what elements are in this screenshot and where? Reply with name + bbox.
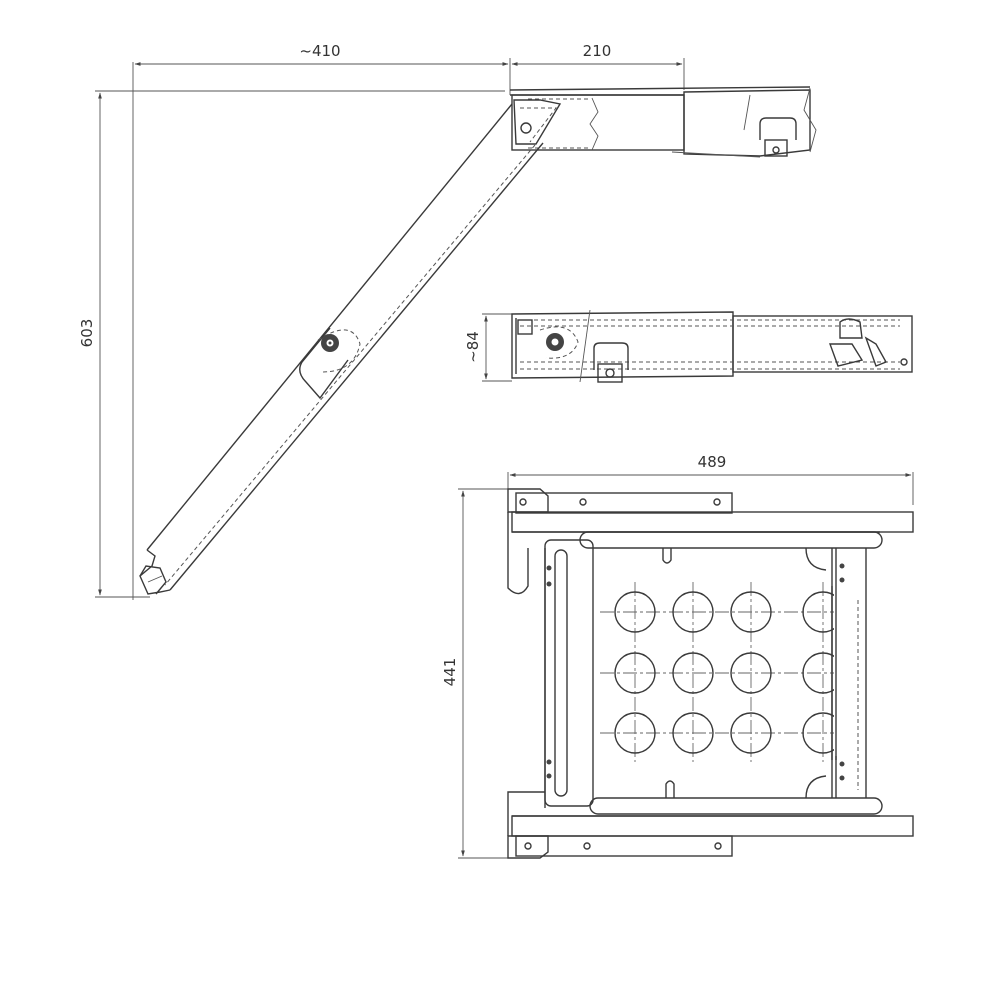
dimension-height: 603 <box>78 90 505 598</box>
mount-beam <box>509 86 817 158</box>
dimension-top: ~410 210 <box>132 42 685 600</box>
dimension-depth: 441 <box>441 488 540 859</box>
dimension-width: 489 <box>507 453 914 510</box>
dim-retracted-height: ~84 <box>464 331 482 363</box>
dim-depth: 441 <box>441 658 459 687</box>
dim-horizontal-reach: ~410 <box>299 42 340 60</box>
dimension-retracted-height: ~84 <box>464 313 512 382</box>
side-view-folded: ~410 210 603 <box>78 42 817 600</box>
dim-height: 603 <box>78 319 96 348</box>
dim-mount-length: 210 <box>583 42 612 60</box>
top-view: 489 441 <box>441 453 914 859</box>
side-view-retracted: ~84 <box>464 309 913 383</box>
diagonal-strut <box>139 103 544 595</box>
hole-grid <box>600 582 864 762</box>
dim-width: 489 <box>698 453 727 471</box>
